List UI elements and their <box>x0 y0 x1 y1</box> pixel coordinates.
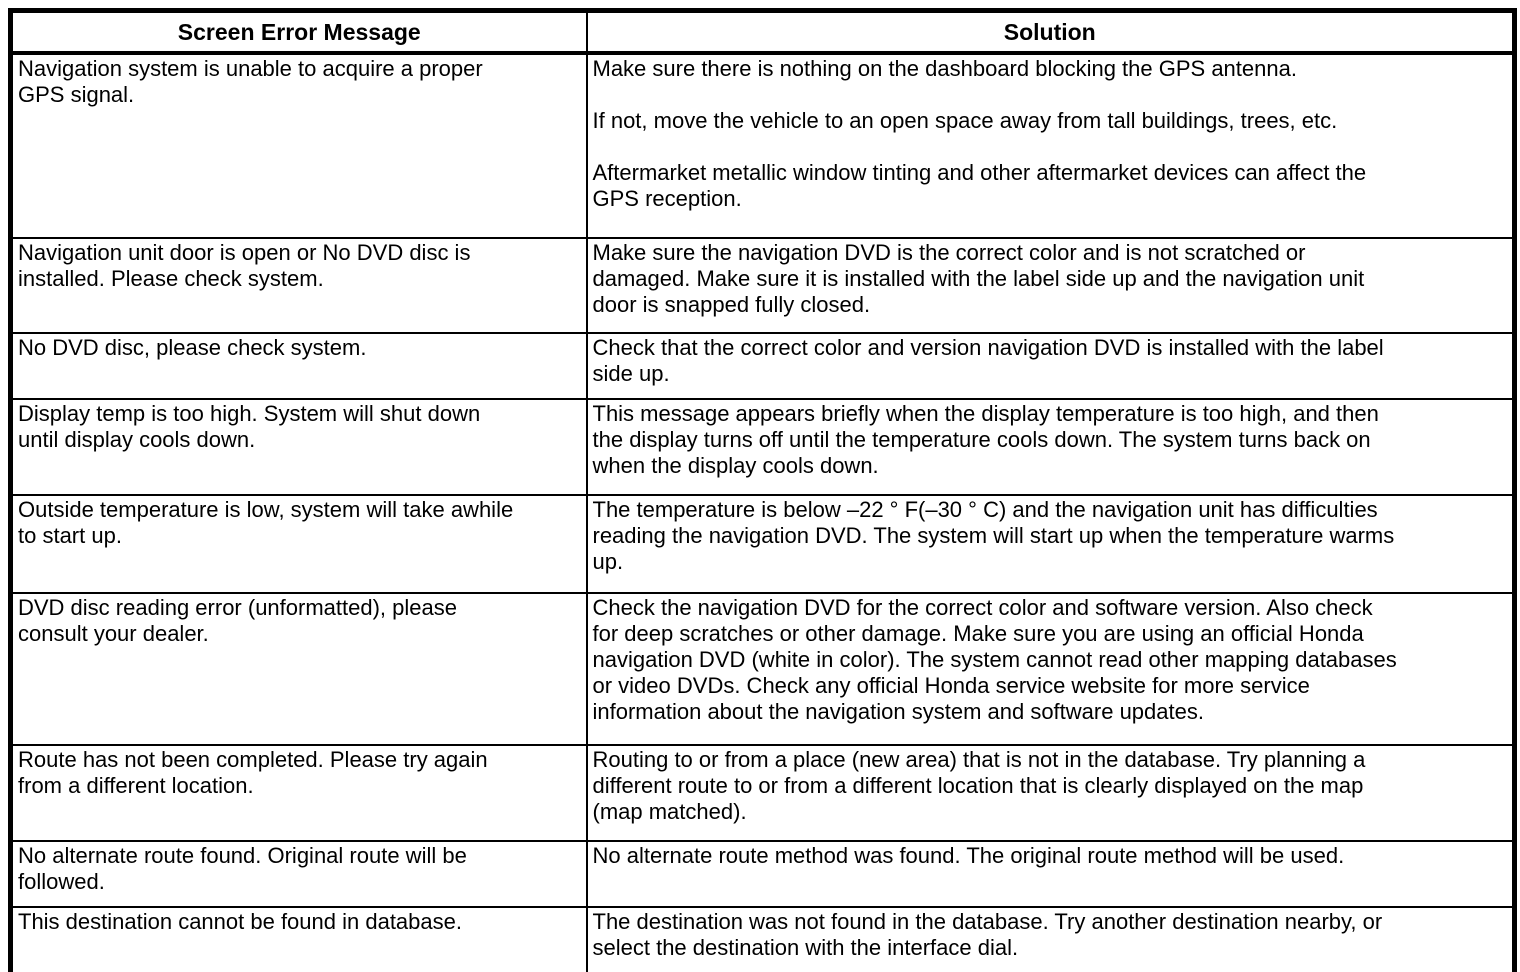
error-message-cell: Navigation unit door is open or No DVD d… <box>9 237 588 334</box>
table-row: Display temp is too high. System will sh… <box>9 398 1516 496</box>
table-row: This destination cannot be found in data… <box>9 906 1516 972</box>
solution-cell: Check the navigation DVD for the correct… <box>585 592 1516 746</box>
table-row: DVD disc reading error (unformatted), pl… <box>9 592 1516 746</box>
table-row: Outside temperature is low, system will … <box>9 494 1516 594</box>
solution-cell: Check that the correct color and version… <box>585 332 1516 400</box>
solution-cell: The destination was not found in the dat… <box>585 906 1516 972</box>
error-message-cell: Outside temperature is low, system will … <box>9 494 588 594</box>
table-row: Route has not been completed. Please try… <box>9 744 1516 842</box>
solution-cell: Make sure the navigation DVD is the corr… <box>585 237 1516 334</box>
table-row: Navigation system is unable to acquire a… <box>9 52 1516 239</box>
solution-column-header: Solution <box>585 9 1516 55</box>
error-message-column-header: Screen Error Message <box>9 9 588 55</box>
solution-cell: No alternate route method was found. The… <box>585 840 1516 908</box>
error-message-cell: Route has not been completed. Please try… <box>9 744 588 842</box>
error-message-table: Screen Error Message Solution Navigation… <box>8 8 1517 972</box>
error-message-cell: No alternate route found. Original route… <box>9 840 588 908</box>
solution-cell: The temperature is below –22 ° F(–30 ° C… <box>585 494 1516 594</box>
table-row: No alternate route found. Original route… <box>9 840 1516 908</box>
table-row: No DVD disc, please check system. Check … <box>9 332 1516 400</box>
solution-cell: Make sure there is nothing on the dashbo… <box>585 52 1516 239</box>
error-message-cell: Display temp is too high. System will sh… <box>9 398 588 496</box>
error-message-cell: DVD disc reading error (unformatted), pl… <box>9 592 588 746</box>
table-row: Navigation unit door is open or No DVD d… <box>9 237 1516 334</box>
header-row: Screen Error Message Solution <box>9 9 1516 55</box>
solution-cell: Routing to or from a place (new area) th… <box>585 744 1516 842</box>
error-message-cell: This destination cannot be found in data… <box>9 906 588 972</box>
error-message-cell: Navigation system is unable to acquire a… <box>9 52 588 239</box>
error-message-cell: No DVD disc, please check system. <box>9 332 588 400</box>
solution-cell: This message appears briefly when the di… <box>585 398 1516 496</box>
